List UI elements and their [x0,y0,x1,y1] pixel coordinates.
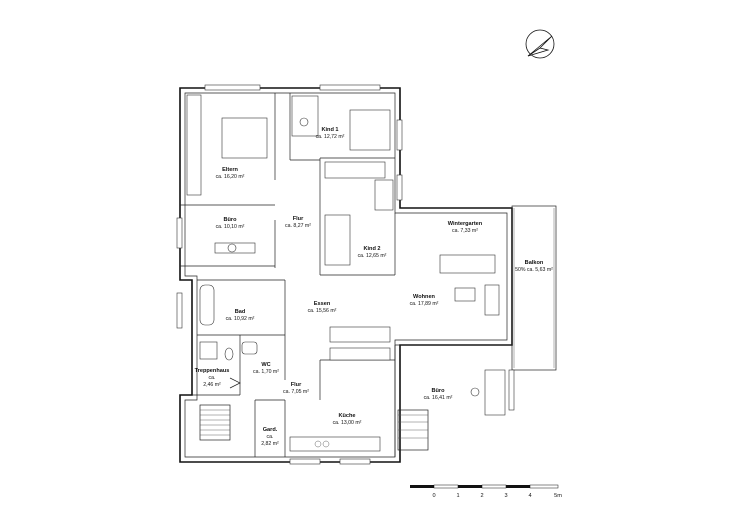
room-area-wohnen: ca. 17,89 m² [410,301,439,307]
room-area-kueche: ca. 13,00 m² [333,420,362,426]
scale-tick-2: 2 [480,493,483,499]
scale-tick-1: 1 [456,493,459,499]
room-area-kind1: ca. 12,72 m² [316,134,345,140]
shower [199,341,218,360]
room-label-kind1: Kind 1 [321,127,338,133]
room-area-eltern: ca. 16,20 m² [216,174,245,180]
chair [227,243,237,253]
wardrobe [186,94,202,196]
toilet [224,347,234,361]
room-label-wintergarten: Wintergarten [448,221,483,227]
room-area-gard-1: ca. [267,434,274,440]
room-label-buero2: Büro [431,388,445,394]
room-area-treppenhaus-2: 2,46 m² [203,382,221,388]
chair [299,117,309,127]
room-label-buero1: Büro [223,217,237,223]
desk-buero2 [484,369,506,416]
room-label-treppenhaus: Treppenhaus [195,368,230,374]
room-label-kueche: Küche [338,413,355,419]
dining-table [329,326,391,343]
room-label-bad: Bad [235,309,246,315]
desk-kind1 [291,95,319,137]
room-label-flur2: Flur [291,382,302,388]
kitchen-counter [289,436,381,452]
desk-kind2 [374,179,394,211]
room-area-essen: ca. 15,56 m² [308,308,337,314]
room-area-wintergarten: ca. 7,33 m² [452,228,478,234]
stair-arrow-icon [229,377,241,389]
spiral-staircase [397,409,429,451]
north-arrow-icon [525,29,555,59]
room-label-wohnen: Wohnen [413,294,436,300]
room-label-essen: Essen [314,301,331,307]
room-area-buero2: ca. 16,41 m² [424,395,453,401]
coffee-table [454,287,476,302]
wardrobe-kind2 [324,161,386,179]
room-label-flur1: Flur [293,216,304,222]
room-area-bad: ca. 10,92 m² [226,316,255,322]
bed-kind2 [324,214,351,266]
kitchen-island [329,347,391,361]
room-area-gard-2: 2,82 m² [261,441,279,447]
scale-tick-0: 0 [432,493,435,499]
sink [241,341,258,355]
windows [176,84,515,465]
bathtub [199,284,215,326]
scale-tick-3: 3 [504,493,507,499]
balcony [511,205,557,371]
furniture [186,94,506,452]
scale-tick-4: 4 [528,493,531,499]
sofa [439,254,496,274]
interior-walls [180,93,512,457]
room-label-gard: Gard. [263,427,278,433]
scale-tick-5: 5m [554,493,562,499]
double-bed [221,117,268,159]
armchair [484,284,500,316]
staircase [199,404,231,441]
room-area-balkon: 50% ca. 5,63 m² [515,267,553,273]
room-label-wc: WC [261,362,270,368]
room-label-balkon: Balkon [525,260,544,266]
chair [470,387,480,397]
scale-bar: 0 1 2 3 4 5m [410,484,562,499]
room-label-eltern: Eltern [222,167,238,173]
room-area-kind2: ca. 12,65 m² [358,253,387,259]
room-area-buero1: ca. 10,10 m² [216,224,245,230]
room-area-treppenhaus-1: ca. [209,375,216,381]
room-area-wc: ca. 1,70 m² [253,369,279,375]
room-area-flur2: ca. 7,05 m² [283,389,309,395]
bed-kind1 [349,109,391,151]
room-area-flur1: ca. 8,27 m² [285,223,311,229]
room-label-kind2: Kind 2 [363,246,380,252]
room-labels: Eltern ca. 16,20 m² Kind 1 ca. 12,72 m² … [195,127,554,447]
